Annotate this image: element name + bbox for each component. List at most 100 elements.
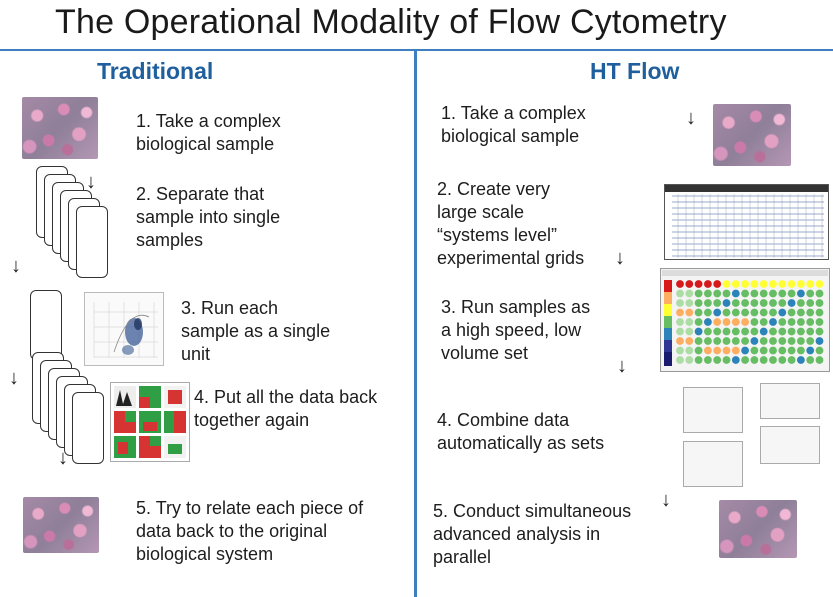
heatmap-well <box>713 318 722 326</box>
heatmap-well <box>685 337 694 345</box>
heatmap-well <box>787 289 796 298</box>
heatmap-well <box>741 327 749 336</box>
heatmap-plate <box>660 268 830 372</box>
heatmap-well <box>778 308 787 317</box>
heatmap-well <box>704 308 712 317</box>
heatmap-well <box>778 280 787 288</box>
heatmap-well <box>797 346 805 355</box>
arrow-down-icon: ↓ <box>11 255 21 277</box>
heatmap-well <box>741 299 749 307</box>
column-divider <box>414 51 417 597</box>
heatmap-well <box>731 308 740 317</box>
heatmap-well <box>769 289 777 298</box>
heatmap-well <box>759 318 768 326</box>
heatmap-well <box>713 308 722 317</box>
heatmap-well <box>722 356 731 364</box>
heatmap-well <box>676 299 684 307</box>
left-step-3: 3. Run each sample as a single unit <box>181 298 331 364</box>
heatmap-well <box>787 280 796 288</box>
heatmap-well <box>815 337 824 345</box>
arrow-down-icon: ↓ <box>617 355 627 377</box>
heatmap-well <box>769 308 777 317</box>
heatmap-well <box>806 318 815 326</box>
heatmap-well <box>778 356 787 364</box>
heatmap-well <box>741 308 749 317</box>
heatmap-well <box>722 280 731 288</box>
right-step-3: 3. Run samples as a high speed, low volu… <box>441 297 591 363</box>
heatmap-well <box>769 318 777 326</box>
heatmap-well <box>685 289 694 298</box>
heatmap-well <box>704 289 712 298</box>
heatmap-well <box>759 308 768 317</box>
heatmap-well <box>722 289 731 298</box>
heatmap-well <box>685 308 694 317</box>
combined-data-thumbnail <box>110 382 190 462</box>
heatmap-well <box>685 299 694 307</box>
heatmap-well <box>797 308 805 317</box>
heatmap-well <box>769 299 777 307</box>
heatmap-well <box>704 337 712 345</box>
heatmap-well <box>797 337 805 345</box>
heatmap-well <box>676 308 684 317</box>
cell-sample-image <box>22 97 98 159</box>
heatmap-well <box>676 318 684 326</box>
cell-sample-image <box>713 104 791 166</box>
heatmap-well <box>797 356 805 364</box>
heatmap-well <box>787 327 796 336</box>
heatmap-well <box>750 299 759 307</box>
heatmap-well <box>750 337 759 345</box>
heatmap-well <box>713 280 722 288</box>
heatmap-well <box>713 289 722 298</box>
right-step-5: 5. Conduct simultaneous advanced analysi… <box>433 501 632 567</box>
heatmap-well <box>741 346 749 355</box>
combined-plot-1 <box>683 387 743 433</box>
heatmap-well <box>769 356 777 364</box>
heatmap-well <box>806 337 815 345</box>
heatmap-well <box>806 299 815 307</box>
heatmap-well <box>750 318 759 326</box>
heatmap-well <box>787 356 796 364</box>
heatmap-well <box>694 308 703 317</box>
heatmap-well <box>759 327 768 336</box>
heatmap-well <box>722 327 731 336</box>
heatmap-well <box>806 327 815 336</box>
heatmap-well <box>797 289 805 298</box>
heatmap-well <box>694 299 703 307</box>
arrow-down-icon: ↓ <box>86 171 96 193</box>
left-step-2: 2. Separate that sample into single samp… <box>136 184 281 250</box>
heatmap-well <box>778 327 787 336</box>
heatmap-well <box>778 318 787 326</box>
heatmap-well <box>713 327 722 336</box>
heatmap-well <box>769 346 777 355</box>
arrow-down-icon: ↓ <box>58 447 68 469</box>
well-plate-grid <box>664 184 829 260</box>
left-step-1: 1. Take a complex biological sample <box>136 111 281 154</box>
heatmap-well <box>741 280 749 288</box>
heatmap-well <box>731 337 740 345</box>
scatter-plot-thumbnail <box>84 292 164 366</box>
heatmap-well <box>741 337 749 345</box>
heatmap-well <box>806 308 815 317</box>
heatmap-well <box>685 280 694 288</box>
heatmap-well <box>815 356 824 364</box>
heatmap-well <box>676 327 684 336</box>
arrow-down-icon: ↓ <box>686 107 696 129</box>
heatmap-well <box>797 299 805 307</box>
heatmap-well <box>685 327 694 336</box>
heatmap-well <box>731 280 740 288</box>
heatmap-well <box>815 299 824 307</box>
heatmap-well <box>676 280 684 288</box>
heatmap-well <box>741 356 749 364</box>
page-title: The Operational Modality of Flow Cytomet… <box>55 3 727 41</box>
heatmap-well <box>778 299 787 307</box>
heatmap-well <box>759 289 768 298</box>
left-step-4: 4. Put all the data back together again <box>194 387 378 430</box>
heatmap-well <box>769 327 777 336</box>
heatmap-well <box>787 299 796 307</box>
arrow-down-icon: ↓ <box>661 489 671 511</box>
heatmap-well <box>759 280 768 288</box>
heatmap-well <box>815 280 824 288</box>
heatmap-well <box>815 346 824 355</box>
heatmap-well <box>778 337 787 345</box>
right-step-4: 4. Combine data automatically as sets <box>437 410 605 453</box>
